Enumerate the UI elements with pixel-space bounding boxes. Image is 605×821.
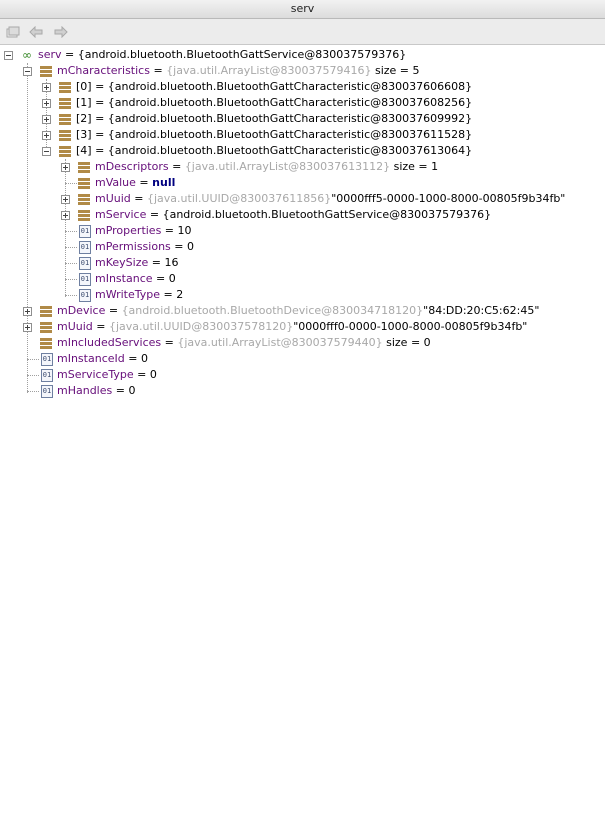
tree-row-mKeySize[interactable]: 01 mKeySize = 16 xyxy=(79,256,179,270)
tree-row-item-2[interactable]: [2] = {android.bluetooth.BluetoothGattCh… xyxy=(0,111,605,127)
expand-toggle[interactable] xyxy=(61,211,70,220)
root-name: serv xyxy=(38,48,62,61)
tree-row-root[interactable]: ∞ serv = {android.bluetooth.BluetoothGat… xyxy=(0,47,605,63)
tree-row-mUuid-inner[interactable]: mUuid = {java.util.UUID@830037611856}"00… xyxy=(0,191,605,207)
primitive-field-icon: 01 xyxy=(79,289,91,302)
tree-row-mProperties[interactable]: 01 mProperties = 10 xyxy=(79,224,192,238)
field-icon xyxy=(58,96,72,110)
primitive-field-icon: 01 xyxy=(41,385,53,398)
tree-row-item-4[interactable]: [4] = {android.bluetooth.BluetoothGattCh… xyxy=(0,143,605,159)
tree-row-mDevice[interactable]: mDevice = {android.bluetooth.BluetoothDe… xyxy=(0,303,605,319)
field-icon xyxy=(39,64,53,78)
collapse-toggle[interactable] xyxy=(23,67,32,76)
tree-row-mValue[interactable]: mValue = null xyxy=(0,175,605,191)
window-title: serv xyxy=(0,0,605,19)
field-icon xyxy=(77,160,91,174)
expand-toggle[interactable] xyxy=(23,323,32,332)
expand-toggle[interactable] xyxy=(42,115,51,124)
collapse-toggle[interactable] xyxy=(4,51,13,60)
field-icon xyxy=(58,128,72,142)
expand-toggle[interactable] xyxy=(61,163,70,172)
tree-row-mDescriptors[interactable]: mDescriptors = {java.util.ArrayList@8300… xyxy=(0,159,605,175)
field-icon xyxy=(77,208,91,222)
field-icon xyxy=(58,112,72,126)
tree-row-mService[interactable]: mService = {android.bluetooth.BluetoothG… xyxy=(0,207,605,223)
field-icon xyxy=(77,192,91,206)
variables-tree: ∞ serv = {android.bluetooth.BluetoothGat… xyxy=(0,45,605,821)
tree-row-item-3[interactable]: [3] = {android.bluetooth.BluetoothGattCh… xyxy=(0,127,605,143)
expand-toggle[interactable] xyxy=(42,83,51,92)
toolbar xyxy=(0,19,605,45)
tree-row-mWriteType[interactable]: 01 mWriteType = 2 xyxy=(79,288,184,302)
primitive-field-icon: 01 xyxy=(41,369,53,382)
primitive-field-icon: 01 xyxy=(79,273,91,286)
tree-row-mUuid[interactable]: mUuid = {java.util.UUID@830037578120}"00… xyxy=(0,319,605,335)
watch-glasses-icon: ∞ xyxy=(22,48,32,62)
field-icon xyxy=(77,176,91,190)
tree-row-item-1[interactable]: [1] = {android.bluetooth.BluetoothGattCh… xyxy=(0,95,605,111)
expand-toggle[interactable] xyxy=(42,99,51,108)
primitive-field-icon: 01 xyxy=(79,225,91,238)
tree-row-mHandles[interactable]: 01 mHandles = 0 xyxy=(41,384,136,398)
expand-toggle[interactable] xyxy=(61,195,70,204)
expand-toggle[interactable] xyxy=(42,131,51,140)
tree-row-mPermissions[interactable]: 01 mPermissions = 0 xyxy=(79,240,194,254)
collapse-toggle[interactable] xyxy=(42,147,51,156)
field-icon xyxy=(39,304,53,318)
tree-row-mCharacteristics[interactable]: mCharacteristics = {java.util.ArrayList@… xyxy=(0,63,605,79)
tree-row-mInstance[interactable]: 01 mInstance = 0 xyxy=(79,272,176,286)
tree-row-mIncludedServices[interactable]: mIncludedServices = {java.util.ArrayList… xyxy=(0,335,605,351)
tree-row-mServiceType[interactable]: 01 mServiceType = 0 xyxy=(41,368,157,382)
tree-row-item-0[interactable]: [0] = {android.bluetooth.BluetoothGattCh… xyxy=(0,79,605,95)
field-icon xyxy=(58,80,72,94)
primitive-field-icon: 01 xyxy=(79,241,91,254)
field-icon xyxy=(58,144,72,158)
restore-layout-icon[interactable] xyxy=(4,23,22,40)
expand-toggle[interactable] xyxy=(23,307,32,316)
primitive-field-icon: 01 xyxy=(79,257,91,270)
field-icon xyxy=(39,336,53,350)
field-icon xyxy=(39,320,53,334)
tree-row-mInstanceId[interactable]: 01 mInstanceId = 0 xyxy=(41,352,148,366)
forward-arrow-icon[interactable] xyxy=(52,23,70,40)
back-arrow-icon[interactable] xyxy=(27,23,45,40)
primitive-field-icon: 01 xyxy=(41,353,53,366)
